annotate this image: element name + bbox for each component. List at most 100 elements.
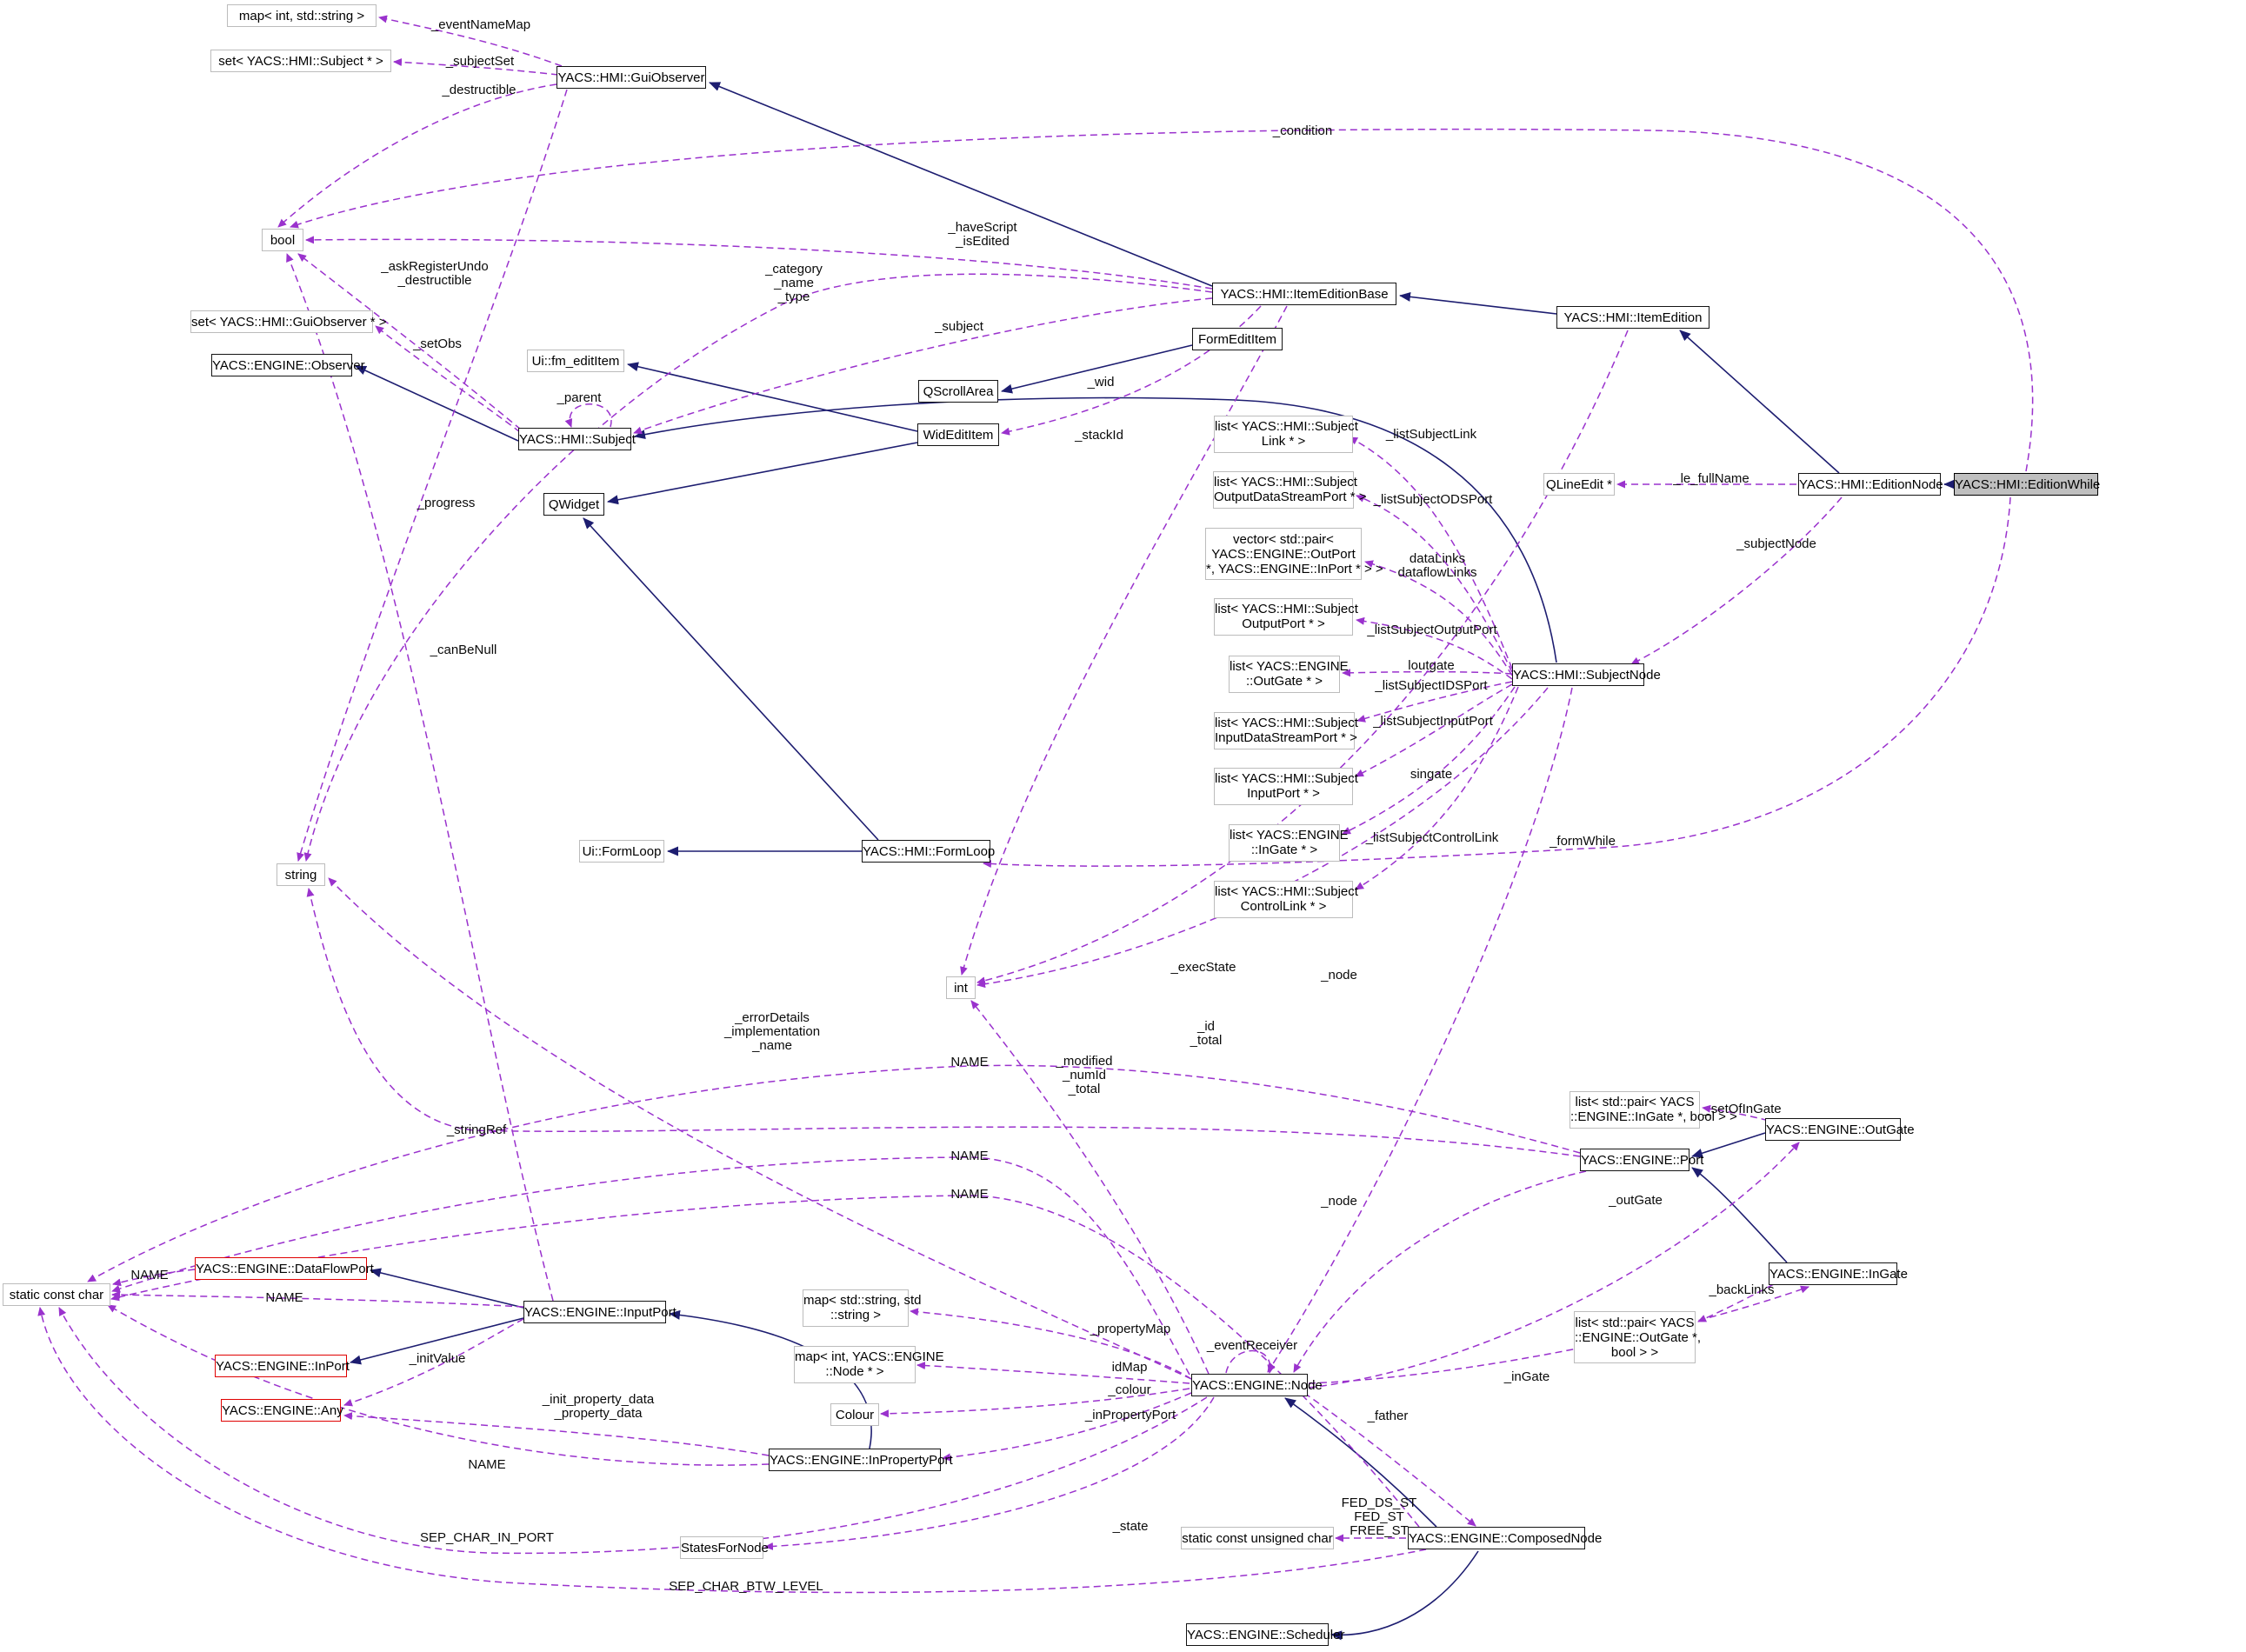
edge-label-line: _propertyMap: [1090, 1322, 1171, 1336]
edge-label-line: _total: [1068, 1082, 1101, 1096]
edge-inpropertyport-member: [942, 1392, 1192, 1462]
edge-label-condition: _condition: [1273, 124, 1332, 138]
edge-label-line: _subject: [935, 319, 983, 334]
class-box-label: ::OutGate * >: [1246, 674, 1323, 689]
edge-label-line: _haveScript: [948, 220, 1017, 235]
edge-label-sep-char-in-port: SEP_CHAR_IN_PORT: [420, 1531, 554, 1545]
class-box-editionwhile[interactable]: YACS::HMI::EditionWhile: [1954, 473, 2101, 496]
edge-label-init-property-data: _init_property_data_property_data: [543, 1393, 654, 1421]
edge-label-ingate-member: _inGate: [1504, 1370, 1550, 1384]
edge-label-line: _initValue: [409, 1351, 466, 1366]
class-box-label: YACS::ENGINE::Any: [222, 1402, 343, 1418]
edge-node-of-port: [1293, 1170, 1587, 1373]
class-box-qwidget[interactable]: QWidget: [543, 493, 604, 516]
edge-init-property-data: [343, 1412, 770, 1456]
class-box-any[interactable]: YACS::ENGINE::Any: [221, 1399, 343, 1422]
edge-label-node-of-port: _node: [1321, 1195, 1357, 1209]
edge-label-line: _init_property_data: [542, 1392, 655, 1407]
edge-label-state: _state: [1113, 1520, 1149, 1534]
class-box-label: list< std::pair< YACS: [1575, 1095, 1695, 1109]
class-box-inpropertyport[interactable]: YACS::ENGINE::InPropertyPort: [769, 1449, 953, 1471]
edge-sep-char-btw-level: [37, 1307, 1427, 1594]
class-box-label: ::InGate * >: [1250, 843, 1318, 857]
edge-label-backlinks: _backLinks: [1709, 1283, 1774, 1297]
class-box-port[interactable]: YACS::ENGINE::Port: [1580, 1149, 1703, 1171]
class-box-map-int-string: map< int, std::string >: [227, 4, 377, 27]
class-box-label: QScrollArea: [923, 383, 994, 399]
edge-label-setofingate: _setOfInGate: [1703, 1102, 1781, 1116]
class-box-hmi-formloop[interactable]: YACS::HMI::FormLoop: [862, 840, 995, 863]
class-box-label: YACS::HMI::EditionWhile: [1955, 476, 2101, 492]
edge-eventnamemap: [378, 15, 563, 67]
class-box-bool: bool: [262, 229, 303, 251]
class-box-subject[interactable]: YACS::HMI::Subject: [518, 428, 636, 450]
class-box-label: YACS::HMI::ItemEdition: [1563, 310, 1703, 325]
edge-label-loutgate: loutgate: [1408, 659, 1454, 673]
class-box-label: ::Node * >: [825, 1364, 884, 1379]
edge-label-line: FED_ST: [1354, 1509, 1404, 1524]
class-box-guiobserver[interactable]: YACS::HMI::GuiObserver: [557, 66, 706, 89]
class-box-editionnode[interactable]: YACS::HMI::EditionNode: [1798, 473, 1943, 496]
class-box-wideditem[interactable]: WidEditItem: [917, 423, 999, 446]
class-box-composednode[interactable]: YACS::ENGINE::ComposedNode: [1408, 1527, 1602, 1549]
class-box-outgate[interactable]: YACS::ENGINE::OutGate: [1765, 1118, 1915, 1141]
edge-errordetails: [328, 877, 1192, 1380]
edge-wideditem-qwidget: [607, 442, 918, 505]
edge-node-of-subjectnode: [1267, 687, 1573, 1373]
edge-label-errordetails: _errorDetails_implementation_name: [724, 1011, 820, 1053]
class-box-int: int: [946, 976, 976, 999]
class-box-static-const-char: static const char: [3, 1283, 110, 1306]
class-box-label: map< std::string, std: [803, 1293, 922, 1308]
edge-label-line: _stackId: [1075, 428, 1123, 443]
edge-listsubjectlink: [1349, 436, 1513, 669]
edge-label-line: _errorDetails: [735, 1010, 810, 1025]
class-box-formedititem[interactable]: FormEditItem: [1192, 328, 1283, 350]
class-box-label: StatesForNode: [681, 1540, 769, 1555]
class-box-node[interactable]: YACS::ENGINE::Node: [1191, 1374, 1323, 1396]
edge-label-name-inpropertyport: NAME: [468, 1458, 505, 1472]
edge-label-line: _askRegisterUndo: [381, 259, 489, 274]
edge-label-line: _formWhile: [1550, 834, 1616, 849]
edge-wideditem-fmedititem: [627, 362, 918, 432]
class-box-dataflowport[interactable]: YACS::ENGINE::DataFlowPort: [195, 1257, 374, 1280]
edge-label-havescript-isedited: _haveScript_isEdited: [948, 221, 1016, 249]
edge-label-line: _inGate: [1503, 1369, 1550, 1384]
class-box-label: YACS::HMI::ItemEditionBase: [1220, 286, 1389, 302]
class-box-scheduler[interactable]: YACS::ENGINE::Scheduler: [1186, 1623, 1344, 1646]
class-box-label: list< YACS::ENGINE: [1230, 659, 1349, 674]
edge-idmap: [916, 1362, 1190, 1384]
class-box-itemeditionbase[interactable]: YACS::HMI::ItemEditionBase: [1212, 283, 1396, 305]
edge-label-idmap: idMap: [1112, 1361, 1148, 1375]
class-box-qscrollarea[interactable]: QScrollArea: [918, 380, 998, 403]
edge-label-line: _outGate: [1609, 1193, 1663, 1208]
edge-label-line: dataflowLinks: [1397, 565, 1477, 580]
class-box-ingate[interactable]: YACS::ENGINE::InGate: [1769, 1262, 1908, 1285]
edge-label-line: _property_data: [554, 1406, 643, 1421]
edge-label-line: SEP_CHAR_BTW_LEVEL: [669, 1579, 823, 1594]
edge-label-line: _implementation: [723, 1024, 821, 1039]
edge-label-line: _listSubjectIDSPort: [1375, 678, 1488, 693]
class-box-inputport[interactable]: YACS::ENGINE::InputPort: [523, 1301, 676, 1323]
class-box-label: vector< std::pair<: [1233, 531, 1334, 547]
class-box-itemedition[interactable]: YACS::HMI::ItemEdition: [1556, 306, 1709, 329]
edge-label-line: _destructible: [442, 83, 517, 97]
edge-outgate-port: [1691, 1132, 1766, 1158]
class-box-label: ::string >: [830, 1308, 881, 1322]
edge-label-line: _category: [765, 262, 823, 276]
edge-composednode-scheduler: [1330, 1550, 1479, 1641]
class-box-fm-edititem: Ui::fm_editItem: [527, 350, 624, 372]
edge-label-father: _father: [1368, 1409, 1409, 1423]
edge-label-inpropertyport-member: _inPropertyPort: [1085, 1409, 1176, 1422]
class-box-label: Ui::fm_editItem: [531, 353, 620, 369]
class-box-inport[interactable]: YACS::ENG­INE::InPort: [215, 1355, 350, 1377]
class-box-label: InputDataStreamPort * >: [1215, 730, 1357, 745]
class-box-subjectnode[interactable]: YACS::HMI::SubjectNode: [1512, 663, 1661, 686]
edge-label-progress: _progress: [417, 496, 476, 510]
edge-label-formwhile: _formWhile: [1550, 835, 1616, 849]
edge-subjectnode-subject: [634, 396, 1557, 663]
class-box-observer[interactable]: YACS::ENGINE::Observer: [211, 354, 365, 376]
edge-subject-observer: [355, 365, 519, 442]
edge-label-initvalue: _initValue: [410, 1352, 466, 1366]
class-box-label: list< YACS::HMI::Subject: [1215, 602, 1358, 616]
